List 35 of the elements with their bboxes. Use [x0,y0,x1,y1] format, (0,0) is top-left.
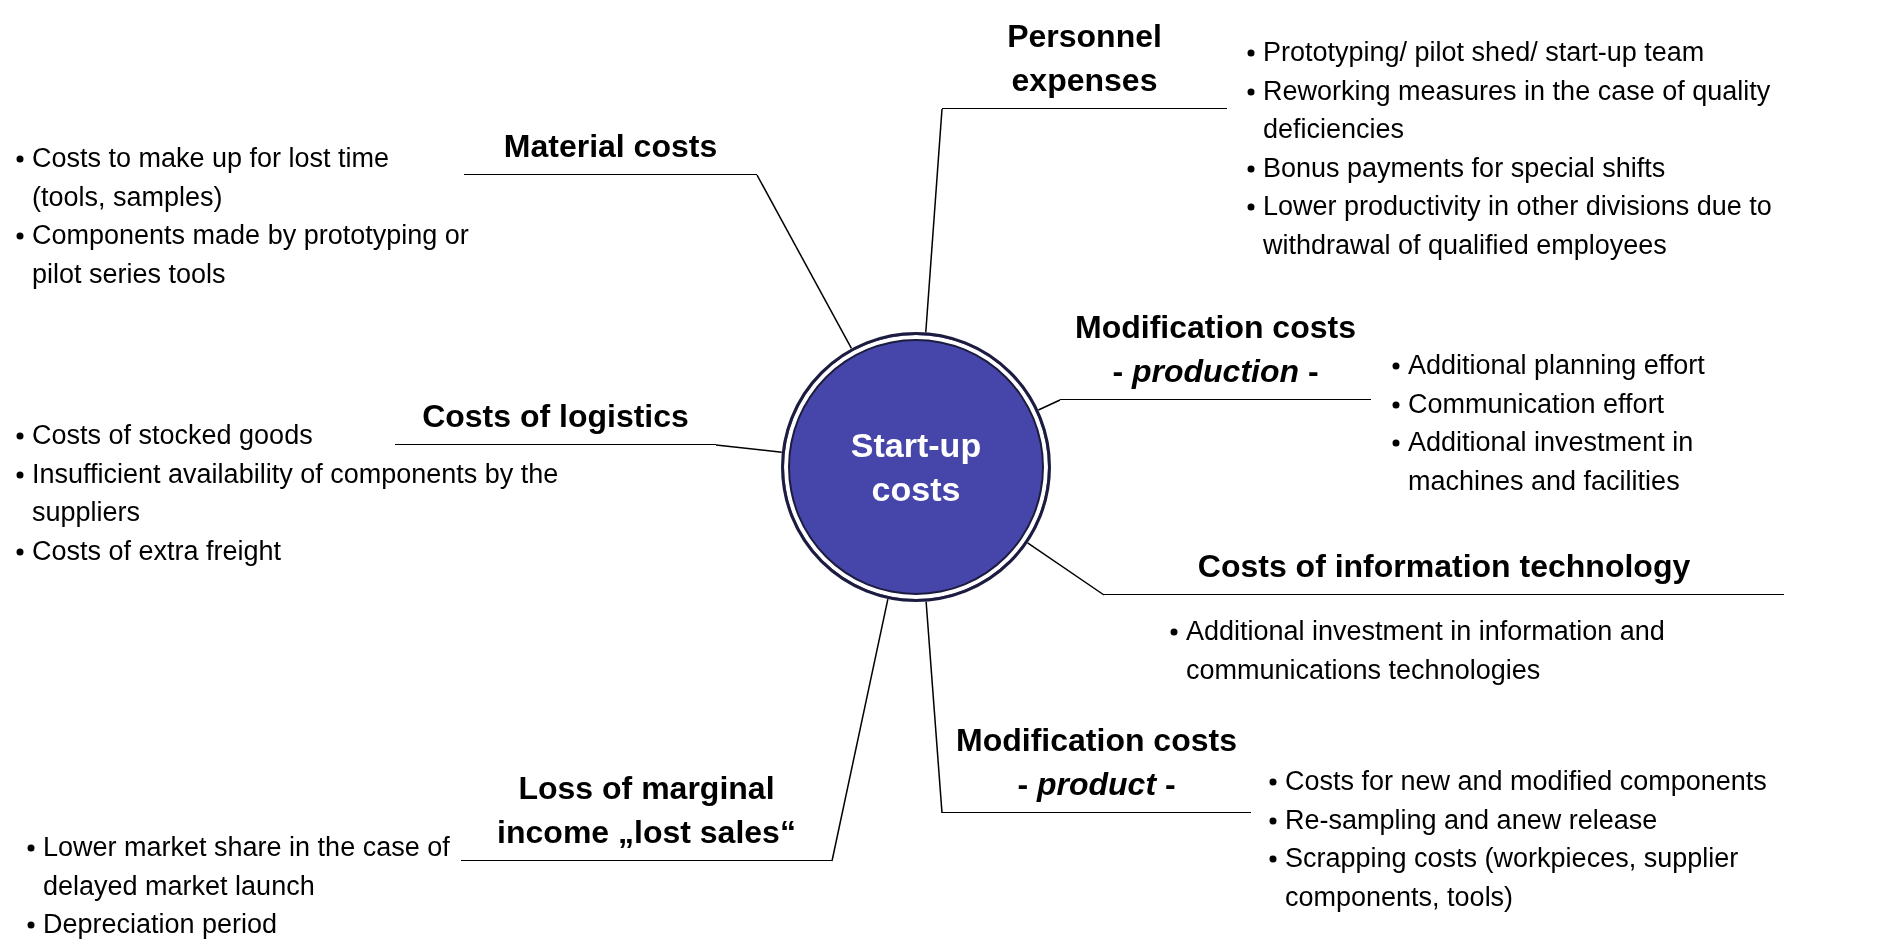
bullet-text: Insufficient availability of components by the suppliers [32,458,559,527]
category-heading: Modification costs [956,721,1237,760]
connector-line [925,600,943,814]
bullet-text: Bonus payments for special shifts [1263,152,1666,183]
bullet-text: Communication effort [1408,388,1665,419]
bullet-text: Lower productivity in other divisions due to withdrawal of qualified employees [1263,191,1772,260]
connector-line [1026,542,1105,596]
connector-line [925,108,943,334]
category-heading: - product - [1017,765,1176,804]
category-heading: Personnel expenses [1006,17,1163,100]
bullet-text: Depreciation period [43,909,278,939]
category-heading: Costs of logistics [422,397,689,436]
category-heading: Loss of marginal income „lost sales“ [496,769,797,852]
bullet-text: Lower market share in the case of delayed market launch [43,832,450,901]
connector-line [715,444,783,453]
bullet-text: Costs for new and modified components [1285,766,1767,796]
category-heading: Material costs [503,127,718,166]
connector-line [756,174,853,350]
bullet-text: Prototyping/ pilot shed/ start-up team [1263,37,1705,67]
bullet-text: Additional planning effort [1408,350,1705,380]
connector-line [1037,399,1061,411]
bullet-text: Reworking measures in the case of quality deficiencies [1263,75,1771,144]
category-heading: Modification costs [1075,308,1356,347]
category-heading: Costs of information technology [1197,547,1691,586]
bullet-text: Costs of extra freight [32,535,282,566]
bullet-text: Costs to make up for lost time (tools, samples) [32,143,390,212]
connector-line [831,598,889,862]
bullet-text: Re-sampling and anew release [1285,804,1658,835]
bullet-text: Scrapping costs (workpieces, supplier components, tools) [1285,843,1739,912]
circle-label: Start-up costs [849,425,983,510]
bullet-text: Costs of stocked goods [32,420,313,450]
bullet-text: Additional investment in information and communications technologies [1186,616,1665,685]
bullet-text: Additional investment in machines and facilities [1408,427,1694,496]
bullet-text: Components made by prototyping or pilot series tools [32,220,469,289]
category-heading: - production - [1112,352,1319,391]
